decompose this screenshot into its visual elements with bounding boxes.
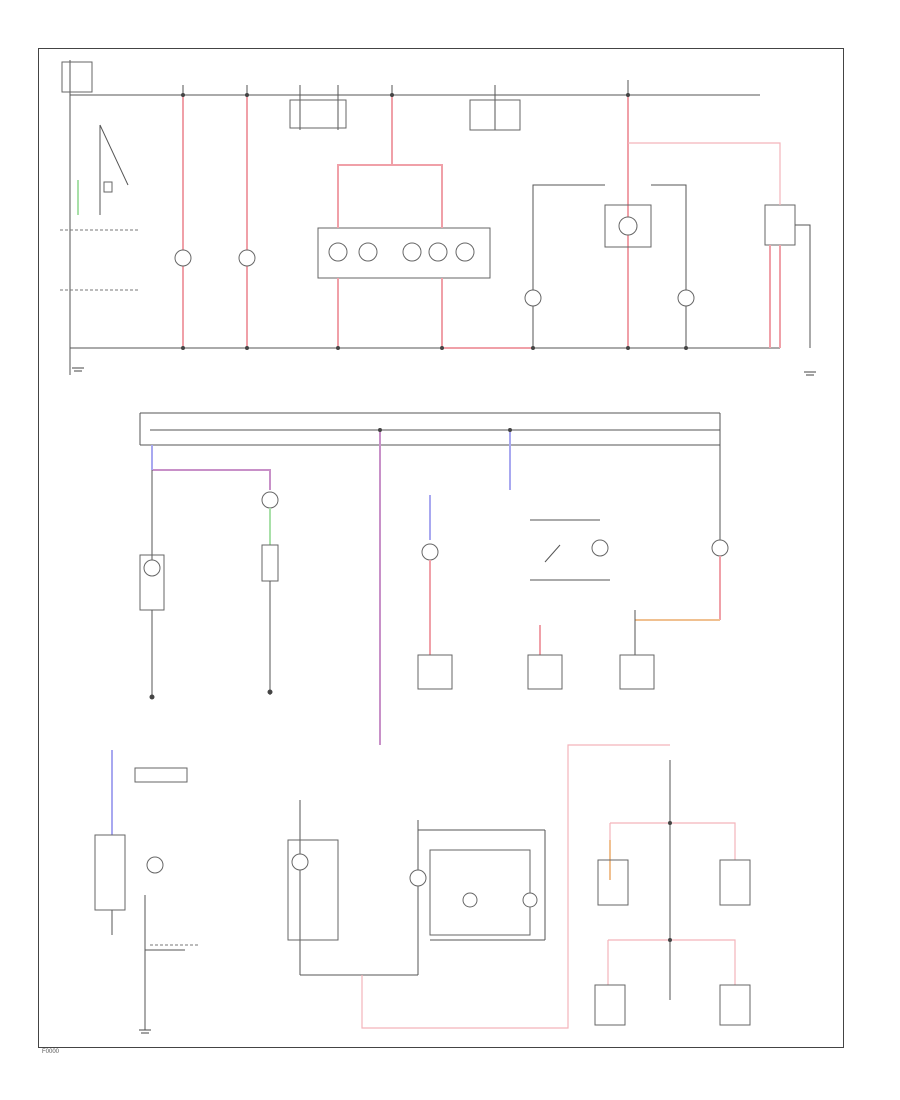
bottom-right-circuit <box>594 760 751 1026</box>
corner-code: F0000 <box>42 1049 60 1055</box>
bottom-left-circuit <box>94 750 200 1034</box>
middle-bus <box>139 412 721 446</box>
ground-middle <box>149 689 273 700</box>
top-power-bus <box>60 60 780 375</box>
lamps-top <box>174 204 796 307</box>
middle-feeds <box>139 430 729 745</box>
fuse-block-top <box>61 61 129 215</box>
junction-dots <box>181 93 688 432</box>
wires-top-mid <box>337 142 811 349</box>
bottom-center-circuit <box>287 744 670 1029</box>
vertical-feeds-top <box>182 80 629 348</box>
ground-top <box>72 367 816 376</box>
diagram-frame <box>38 48 844 1048</box>
